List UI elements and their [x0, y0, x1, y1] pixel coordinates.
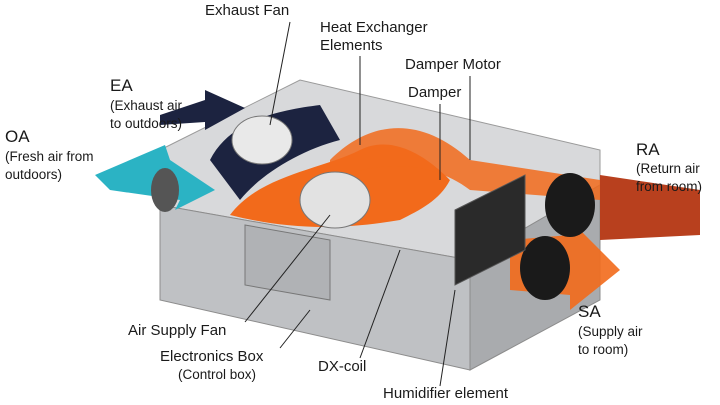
air-supply-fan-label: Air Supply Fan	[128, 322, 227, 339]
heat-exchanger-label-2: Elements	[320, 37, 383, 54]
ra-title: RA	[636, 140, 660, 159]
sa-line2: to room)	[578, 342, 629, 357]
oa-title: OA	[5, 127, 30, 146]
exhaust-fan-label: Exhaust Fan	[205, 2, 290, 19]
ea-line2: to outdoors)	[110, 116, 183, 131]
ea-title: EA	[110, 76, 133, 95]
dx-coil-graphic	[454, 174, 526, 286]
ra-arrow	[600, 175, 700, 240]
oa-duct	[151, 168, 179, 212]
oa-line2: outdoors)	[5, 167, 63, 182]
ea-line1: (Exhaust air	[110, 98, 183, 113]
control-box-label: (Control box)	[178, 367, 257, 382]
sa-title: SA	[578, 302, 601, 321]
oa-line1: (Fresh air from	[5, 149, 94, 164]
ra-line2: from room)	[636, 179, 703, 194]
heat-exchanger-label-1: Heat Exchanger	[320, 19, 428, 36]
return-air-flow	[330, 128, 600, 200]
electronics-box-graphic	[244, 224, 331, 301]
sa-duct	[520, 236, 570, 300]
exhaust-fan-graphic	[231, 115, 293, 165]
damper-label: Damper	[408, 84, 462, 101]
ra-line1: (Return air	[636, 161, 700, 176]
leader-lines	[244, 21, 471, 387]
ea-arrow	[160, 90, 245, 130]
sa-line1: (Supply air	[578, 324, 643, 339]
damper-motor-label: Damper Motor	[405, 56, 501, 73]
electronics-box-label: Electronics Box	[160, 348, 264, 365]
ra-duct	[545, 173, 595, 237]
supply-fan-graphic	[299, 171, 371, 229]
humidifier-label: Humidifier element	[383, 385, 509, 402]
dx-coil-label: DX-coil	[318, 358, 367, 375]
